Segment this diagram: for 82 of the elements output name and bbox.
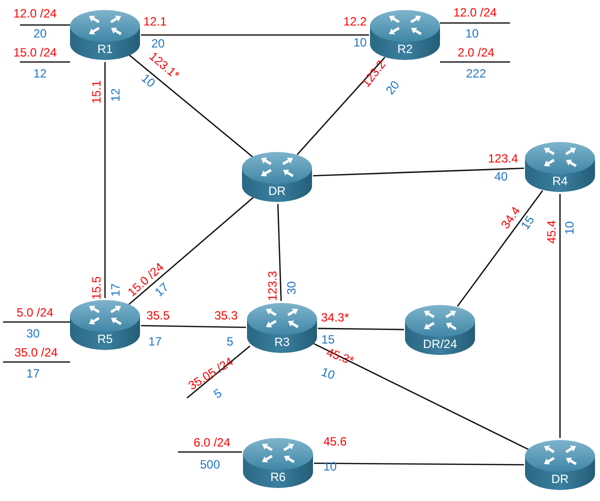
router-label: R3 bbox=[273, 335, 291, 349]
router-label: DR bbox=[550, 472, 570, 486]
interface-address: 45.4 bbox=[546, 220, 558, 244]
link-cost: 17 bbox=[148, 336, 162, 348]
interface-address: 15.1 bbox=[90, 80, 104, 104]
link-line bbox=[440, 22, 510, 24]
router bbox=[241, 150, 313, 204]
link-cost: 15 bbox=[321, 334, 335, 346]
link-line bbox=[104, 62, 106, 298]
link-line bbox=[456, 190, 544, 307]
link-line bbox=[178, 451, 242, 453]
link-cost: 12 bbox=[110, 88, 122, 102]
link-cost: 17 bbox=[152, 280, 172, 300]
router bbox=[524, 140, 596, 194]
router bbox=[369, 8, 441, 62]
interface-address: 45.6 bbox=[323, 436, 347, 448]
link-line bbox=[128, 54, 254, 158]
router-label: R2 bbox=[396, 42, 414, 56]
interface-address: 12.2 bbox=[343, 16, 367, 28]
link-line bbox=[314, 462, 524, 466]
link-cost: 30 bbox=[26, 328, 40, 340]
link-cost: 10 bbox=[353, 36, 367, 50]
link-cost: 20 bbox=[33, 28, 47, 40]
link-line bbox=[296, 56, 386, 156]
link-cost: 20 bbox=[384, 78, 402, 98]
network-label: 15.0 /24 bbox=[13, 46, 57, 60]
router-label: R5 bbox=[96, 332, 114, 346]
network-label: 2.0 /24 bbox=[458, 46, 494, 60]
link-line bbox=[186, 346, 250, 398]
interface-address: 45.3* bbox=[324, 346, 356, 368]
router-label: DR/24 bbox=[422, 337, 458, 351]
link-line bbox=[3, 321, 70, 323]
link-cost: 10 bbox=[320, 366, 336, 382]
network-label: 12.0 /24 bbox=[453, 6, 497, 20]
network-label: 5.0 /24 bbox=[16, 306, 54, 320]
link-cost: 40 bbox=[494, 170, 508, 184]
network-label: 6.0 /24 bbox=[194, 436, 230, 450]
link-line bbox=[140, 324, 246, 328]
link-cost: 20 bbox=[151, 38, 165, 50]
router-label: R4 bbox=[551, 174, 569, 188]
link-cost: 5 bbox=[212, 386, 224, 402]
link-line bbox=[141, 34, 369, 36]
link-cost: 12 bbox=[33, 68, 47, 80]
link-line bbox=[277, 204, 282, 302]
link-line bbox=[312, 342, 530, 451]
link-cost: 10 bbox=[138, 72, 158, 90]
router bbox=[404, 303, 476, 357]
link-line bbox=[128, 196, 254, 306]
link-line bbox=[440, 61, 510, 63]
interface-address: 34.3* bbox=[320, 312, 350, 324]
link-line bbox=[559, 194, 561, 438]
link-line bbox=[20, 61, 70, 63]
network-label: 35.0 /24 bbox=[14, 346, 58, 360]
network-label: 12.0 /24 bbox=[13, 8, 57, 20]
interface-address: 123.3 bbox=[266, 270, 280, 302]
router bbox=[524, 438, 596, 492]
router-label: DR bbox=[267, 184, 287, 198]
link-cost: 15 bbox=[518, 214, 538, 232]
link-cost: 10 bbox=[465, 28, 479, 40]
link-line bbox=[312, 168, 524, 176]
router-label: R6 bbox=[269, 470, 287, 484]
link-cost: 10 bbox=[323, 460, 337, 474]
interface-address: 35.5 bbox=[146, 310, 170, 322]
link-cost: 500 bbox=[200, 458, 220, 472]
link-cost: 222 bbox=[466, 68, 486, 80]
link-cost: 17 bbox=[26, 368, 40, 380]
router bbox=[69, 298, 141, 352]
link-line bbox=[20, 24, 70, 26]
router-label: R1 bbox=[96, 42, 114, 56]
interface-address: 123.4 bbox=[488, 152, 518, 166]
link-line bbox=[318, 328, 404, 330]
router bbox=[246, 301, 318, 355]
interface-address: 15.5 bbox=[90, 276, 104, 300]
interface-address: 35.3 bbox=[214, 310, 238, 322]
interface-address: 12.1 bbox=[143, 16, 167, 28]
router bbox=[242, 436, 314, 490]
link-cost: 17 bbox=[110, 283, 122, 297]
link-cost: 10 bbox=[564, 221, 576, 235]
link-line bbox=[3, 361, 70, 363]
link-cost: 30 bbox=[286, 281, 298, 295]
router bbox=[69, 8, 141, 62]
link-cost: 5 bbox=[226, 336, 234, 348]
